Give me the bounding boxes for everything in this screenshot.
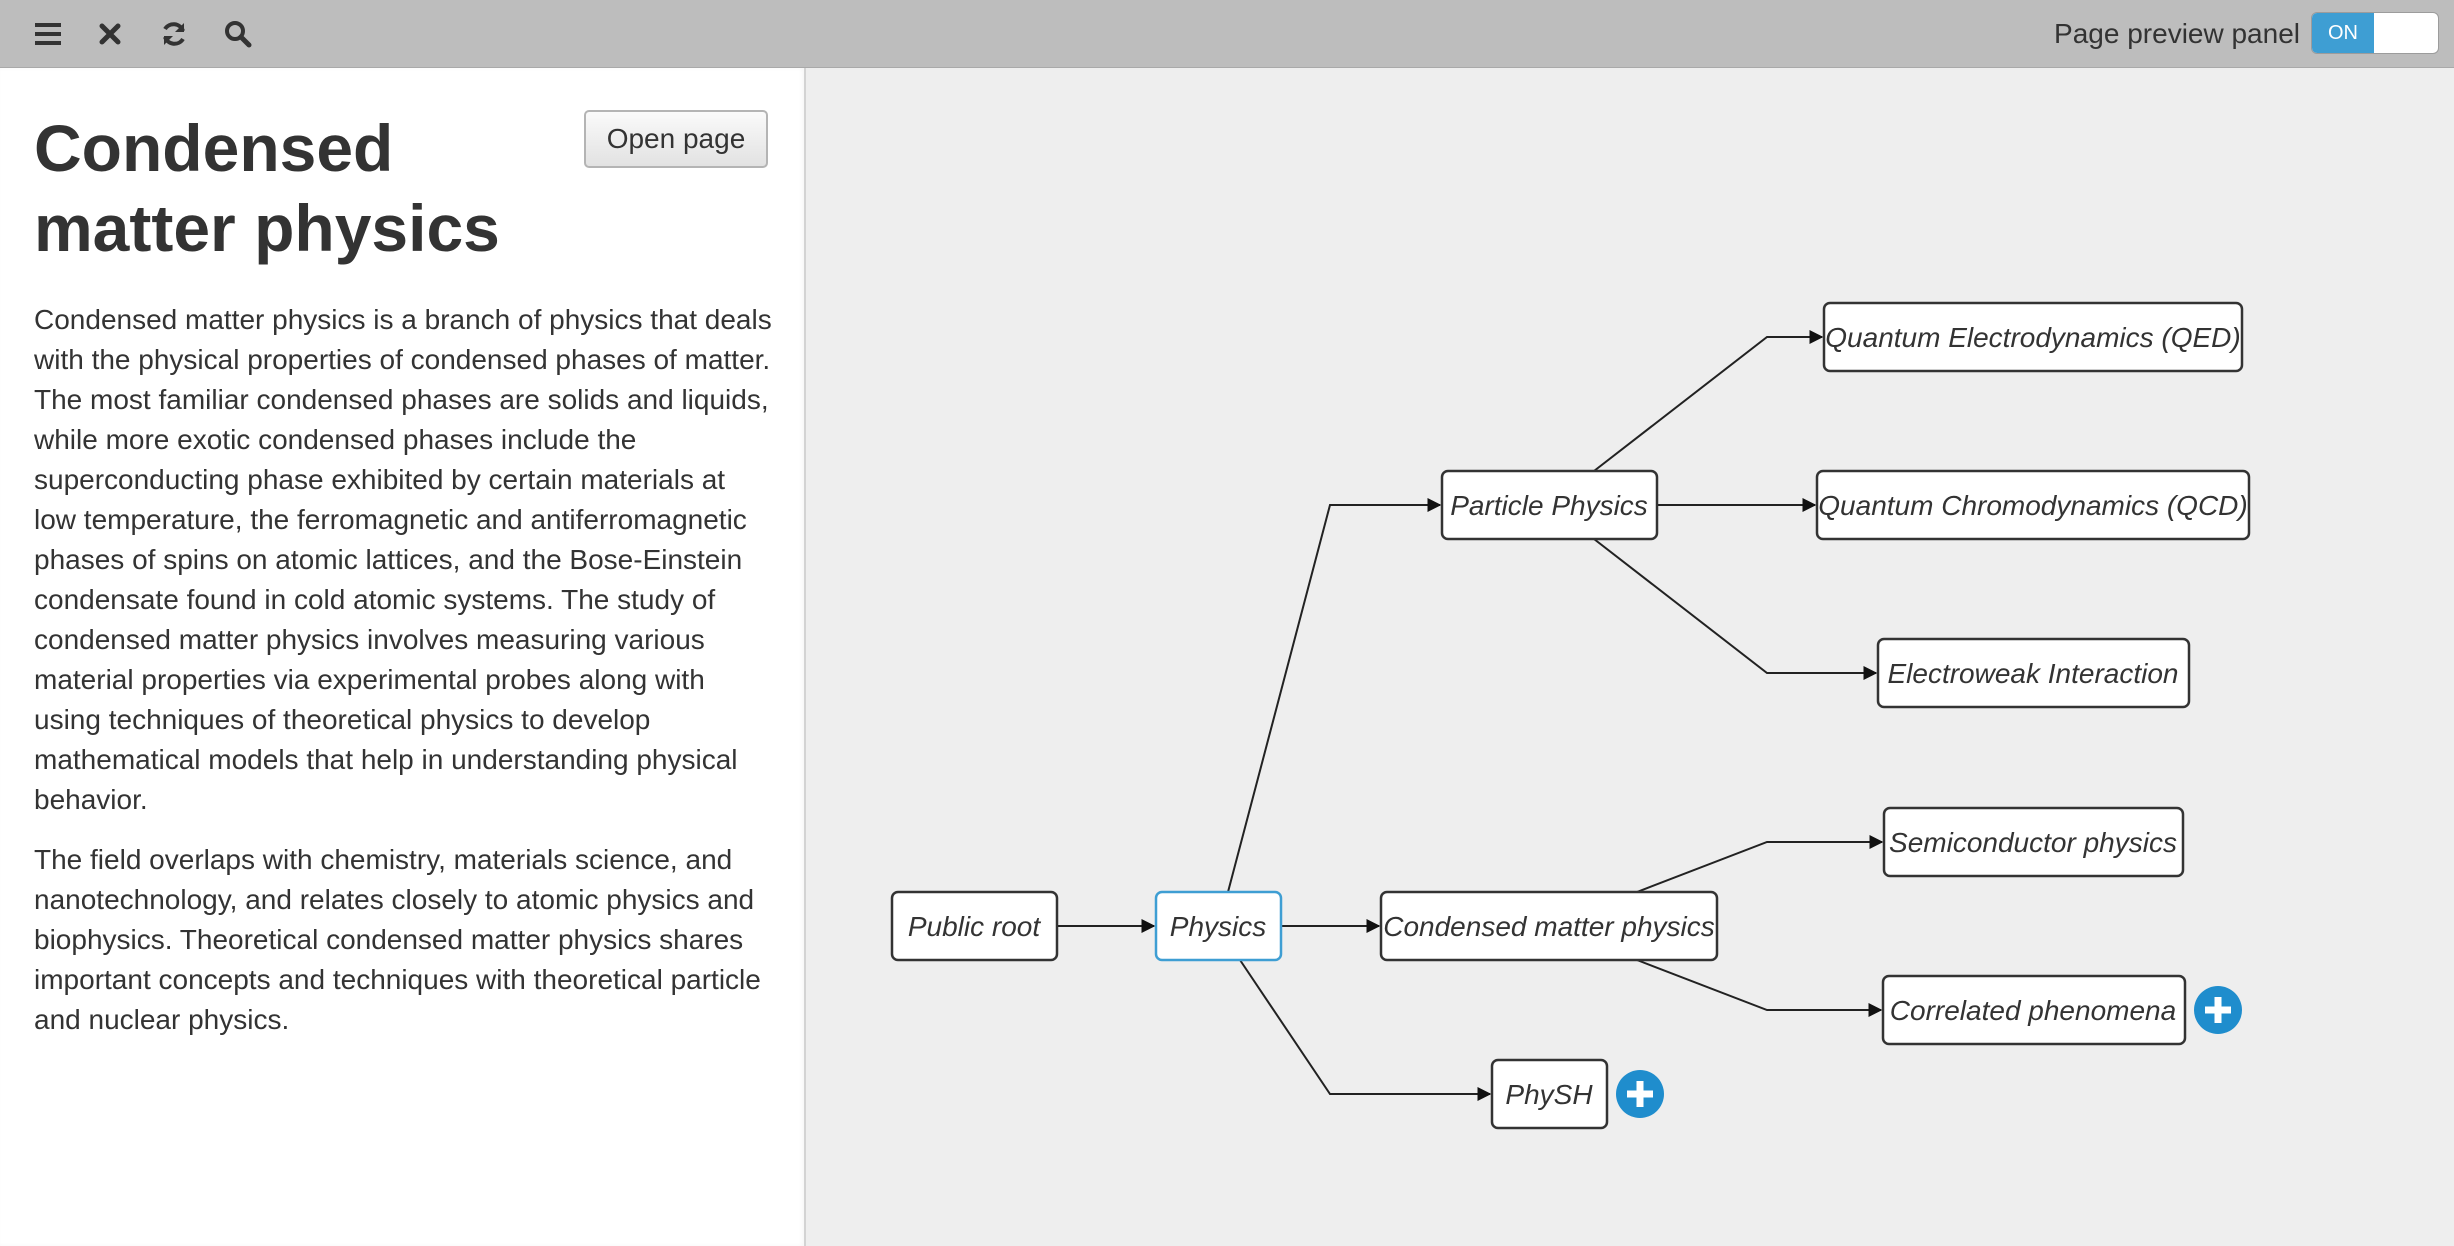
node-label: Electroweak Interaction <box>1887 658 2178 689</box>
page-preview-panel: Condensed matter physics Open page Conde… <box>0 68 806 1246</box>
node-qcd[interactable]: Quantum Chromodynamics (QCD) <box>1815 469 2251 541</box>
node-semiconductor-physics[interactable]: Semiconductor physics <box>1882 806 2185 878</box>
node-correlated-phenomena[interactable]: Correlated phenomena <box>1881 974 2187 1046</box>
edge-particle-electroweak <box>1593 538 1878 680</box>
node-label: Physics <box>1170 911 1266 942</box>
edge-condensed-correlated <box>1636 959 1883 1017</box>
close-icon[interactable] <box>90 14 130 54</box>
node-label: Condensed matter physics <box>1383 911 1715 942</box>
node-label: Semiconductor physics <box>1889 827 2177 858</box>
toggle-on-label: ON <box>2312 13 2374 53</box>
page-title: Condensed matter physics <box>34 111 500 265</box>
node-physh[interactable]: PhySH <box>1490 1058 1609 1130</box>
expand-physh-button[interactable] <box>1616 1070 1664 1118</box>
description-paragraph: The field overlaps with chemistry, mater… <box>34 844 761 1035</box>
node-label: PhySH <box>1505 1079 1593 1110</box>
node-label: Correlated phenomena <box>1890 995 2176 1026</box>
edge-condensed-semiconductor <box>1636 835 1884 893</box>
expand-correlated-phenomena-button[interactable] <box>2194 986 2242 1034</box>
edge-physics-particle <box>1227 498 1442 893</box>
search-icon[interactable] <box>218 14 258 54</box>
preview-panel-toggle[interactable]: ON <box>2311 12 2439 54</box>
node-electroweak-interaction[interactable]: Electroweak Interaction <box>1876 637 2191 709</box>
open-page-button[interactable]: Open page <box>584 110 768 168</box>
menu-icon[interactable] <box>28 14 68 54</box>
refresh-icon[interactable] <box>154 14 194 54</box>
edge-particle-qed <box>1593 330 1824 472</box>
page-description: Condensed matter physics is a branch of … <box>34 300 774 1060</box>
node-physics[interactable]: Physics <box>1154 890 1283 962</box>
node-label: Public root <box>908 911 1042 942</box>
node-qed[interactable]: Quantum Electrodynamics (QED) <box>1822 301 2244 373</box>
node-label: Quantum Electrodynamics (QED) <box>1825 322 2240 353</box>
node-particle-physics[interactable]: Particle Physics <box>1440 469 1659 541</box>
edge-physics-physh <box>1239 959 1492 1101</box>
toolbar: Page preview panel ON <box>0 0 2454 68</box>
node-public-root[interactable]: Public root <box>890 890 1059 962</box>
node-label: Particle Physics <box>1450 490 1648 521</box>
node-condensed-matter-physics[interactable]: Condensed matter physics <box>1379 890 1719 962</box>
preview-panel-label: Page preview panel <box>2054 18 2300 49</box>
node-label: Quantum Chromodynamics (QCD) <box>1818 490 2247 521</box>
description-paragraph: Condensed matter physics is a branch of … <box>34 304 772 815</box>
